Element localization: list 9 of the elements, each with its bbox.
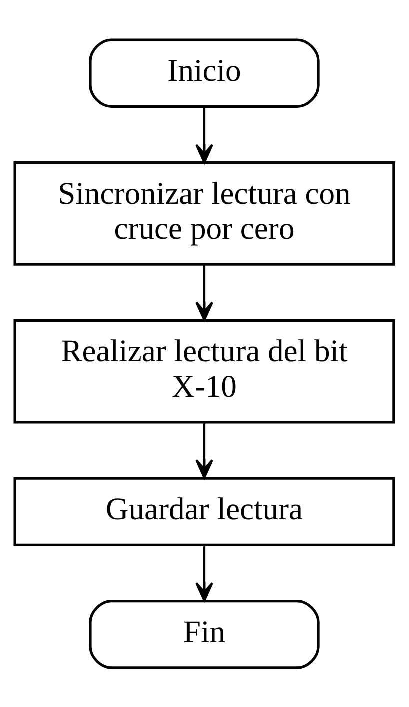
arrow [196,264,214,321]
arrow [196,545,214,602]
node-box: Inicio [89,38,320,108]
node-box: Realizar lectura del bit X-10 [14,318,396,424]
node-box: Sincronizar lectura con cruce por cero [14,161,396,266]
node-box: Fin [89,600,320,669]
arrow [196,106,214,164]
arrow [196,422,214,478]
node-box: Guardar lectura [14,476,396,546]
